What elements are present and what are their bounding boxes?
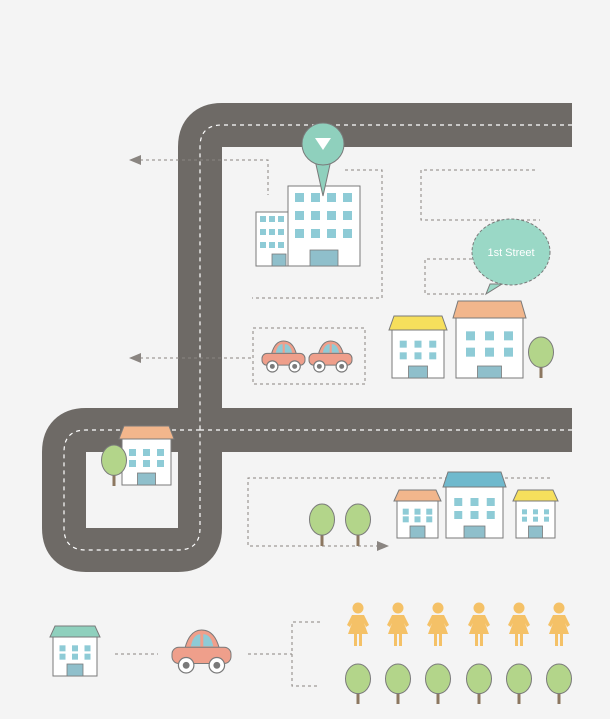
house-icon (49, 625, 101, 677)
lane-loop (63, 429, 201, 551)
tree-icon (506, 663, 532, 704)
tree-icon (309, 503, 335, 546)
house-icon (118, 425, 175, 486)
tree-icon (345, 503, 371, 546)
guide-lower (247, 477, 550, 547)
person-icon (508, 602, 530, 646)
person-icon (427, 602, 449, 646)
people-group (347, 602, 570, 646)
tree-icon (546, 663, 572, 704)
person-icon (347, 602, 369, 646)
guide-cars-box (252, 327, 366, 385)
guide-top-arrow-line (140, 159, 269, 195)
arrow-left-icon (129, 353, 141, 363)
guide-office-bracket (252, 169, 383, 299)
house-icon (442, 471, 507, 539)
house-icon (452, 300, 527, 379)
car-icon (308, 340, 353, 373)
tree-icon (385, 663, 411, 704)
tree-icon (101, 444, 127, 486)
office-building-icon (255, 185, 361, 267)
tree-icon (345, 663, 371, 704)
lane-markings (63, 124, 572, 551)
person-icon (548, 602, 570, 646)
guide-arrows (129, 155, 389, 551)
guide-top-right (420, 169, 540, 221)
tree-icon (528, 336, 554, 378)
house-icon (512, 489, 559, 539)
arrow-left-icon (129, 155, 141, 165)
tree-icon (466, 663, 492, 704)
car-icon (261, 340, 306, 373)
person-icon (387, 602, 409, 646)
person-icon (468, 602, 490, 646)
guide-bottom-branch (291, 621, 320, 687)
tree-icon (425, 663, 451, 704)
speech-bubble-icon: 1st Street (471, 218, 551, 296)
house-icon (388, 315, 448, 379)
arrow-right-icon (377, 541, 389, 551)
street-label: 1st Street (487, 247, 534, 259)
guide-lines (115, 159, 550, 687)
car-icon (171, 629, 232, 674)
trees-group (101, 336, 572, 704)
houses-group (49, 300, 559, 677)
lane-top (199, 124, 572, 470)
location-pin-icon (301, 122, 345, 197)
cars-group (171, 340, 353, 674)
house-icon (393, 489, 442, 539)
